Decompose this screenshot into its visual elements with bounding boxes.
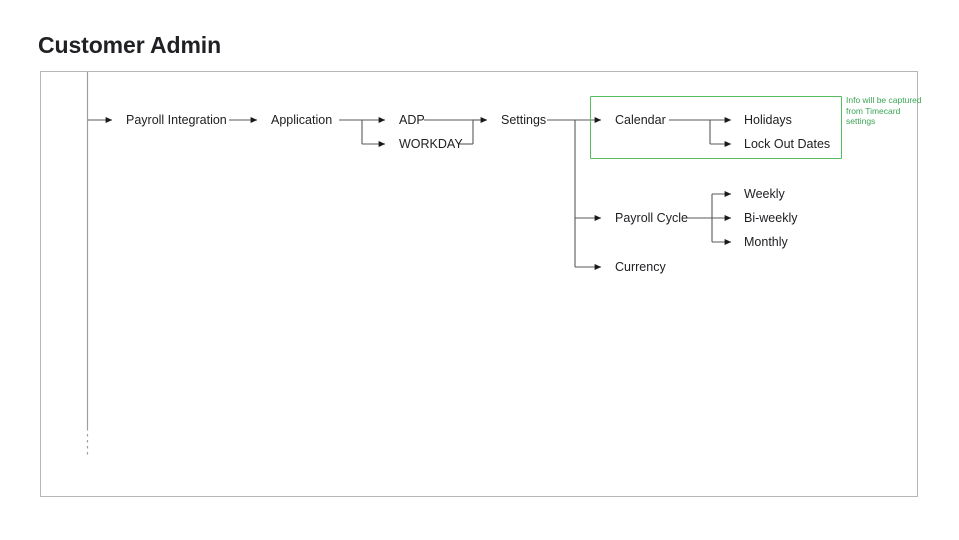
node-bi-weekly[interactable]: Bi-weekly	[744, 211, 798, 225]
page-title: Customer Admin	[38, 32, 222, 58]
node-weekly[interactable]: Weekly	[744, 187, 785, 201]
node-calendar[interactable]: Calendar	[615, 113, 666, 127]
diagram-canvas-frame	[40, 71, 918, 497]
node-holidays[interactable]: Holidays	[744, 113, 792, 127]
calendar-group-highlight	[590, 96, 842, 159]
node-settings[interactable]: Settings	[501, 113, 547, 127]
timecard-annotation-note: Info will be captured from Timecard sett…	[846, 95, 922, 126]
node-application[interactable]: Application	[271, 113, 333, 127]
node-adp[interactable]: ADP	[399, 113, 425, 127]
node-payroll-integration[interactable]: Payroll Integration	[126, 113, 227, 127]
node-monthly[interactable]: Monthly	[744, 235, 788, 249]
node-payroll-cycle[interactable]: Payroll Cycle	[615, 211, 688, 225]
node-workday[interactable]: WORKDAY	[399, 137, 463, 151]
node-lock-out-dates[interactable]: Lock Out Dates	[744, 137, 831, 151]
node-currency[interactable]: Currency	[615, 260, 666, 274]
